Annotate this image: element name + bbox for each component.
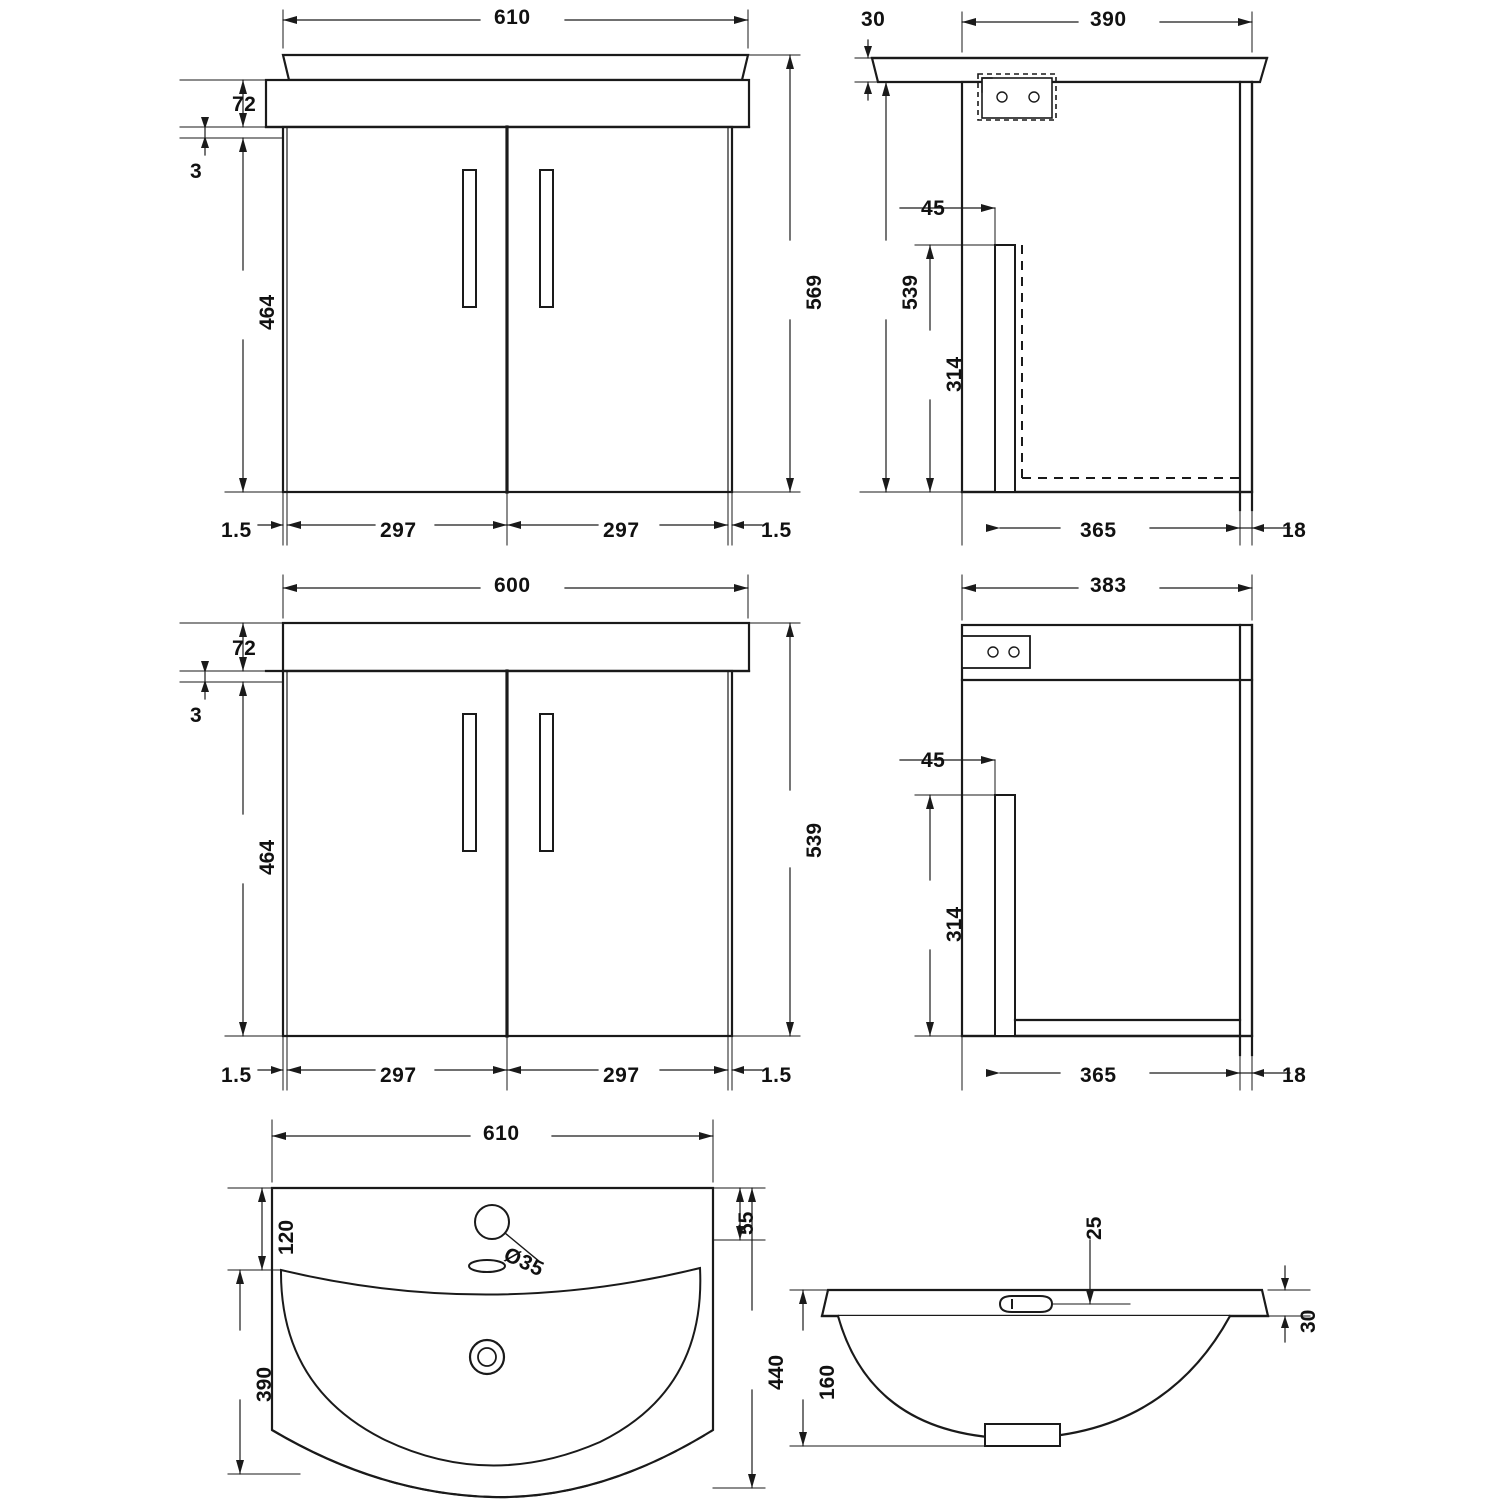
dim-45-view4: 45: [921, 749, 946, 772]
dim-440-view5: 440: [765, 1354, 788, 1390]
dim-diameter-35-view5: Ø35: [500, 1243, 548, 1282]
dim-3-view3: 3: [190, 704, 203, 727]
dim-3-view1: 3: [190, 160, 203, 183]
dim-600-view3: 600: [494, 574, 531, 597]
dim-18-view2: 18: [1282, 519, 1307, 542]
dim-464-view3: 464: [256, 839, 279, 875]
dim-390-view2: 390: [1090, 8, 1127, 31]
dim-45-view2: 45: [921, 197, 946, 220]
dim-314-view2: 314: [943, 356, 966, 392]
dim-297-right-view1: 297: [603, 519, 640, 542]
dim-30-view6: 30: [1297, 1309, 1320, 1333]
dim-610-view1: 610: [494, 6, 531, 29]
dim-365-view4: 365: [1080, 1064, 1117, 1087]
dim-539-view3: 539: [803, 822, 826, 858]
dim-314-view4: 314: [943, 906, 966, 942]
dim-390-view5: 390: [253, 1366, 276, 1402]
dim-297-left-view1: 297: [380, 519, 417, 542]
dim-55-view5: 55: [735, 1211, 758, 1235]
dim-610-view5: 610: [483, 1122, 520, 1145]
dim-25-view6: 25: [1083, 1216, 1106, 1240]
dim-539-view2: 539: [899, 274, 922, 310]
dim-160-view6: 160: [816, 1364, 839, 1400]
dim-1p5-right-view1: 1.5: [761, 519, 792, 542]
dim-464-view1: 464: [256, 294, 279, 330]
dim-1p5-right-view3: 1.5: [761, 1064, 792, 1087]
dim-72-view1: 72: [232, 93, 257, 116]
dim-569-view1: 569: [803, 274, 826, 310]
dim-297-right-view3: 297: [603, 1064, 640, 1087]
dim-1p5-left-view1: 1.5: [221, 519, 252, 542]
dim-365-view2: 365: [1080, 519, 1117, 542]
dim-1p5-left-view3: 1.5: [221, 1064, 252, 1087]
dim-72-view3: 72: [232, 637, 257, 660]
dim-297-left-view3: 297: [380, 1064, 417, 1087]
dim-383-view4: 383: [1090, 574, 1127, 597]
dim-30-view2: 30: [861, 8, 886, 31]
dim-120-view5: 120: [275, 1219, 298, 1255]
dim-18-view4: 18: [1282, 1064, 1307, 1087]
